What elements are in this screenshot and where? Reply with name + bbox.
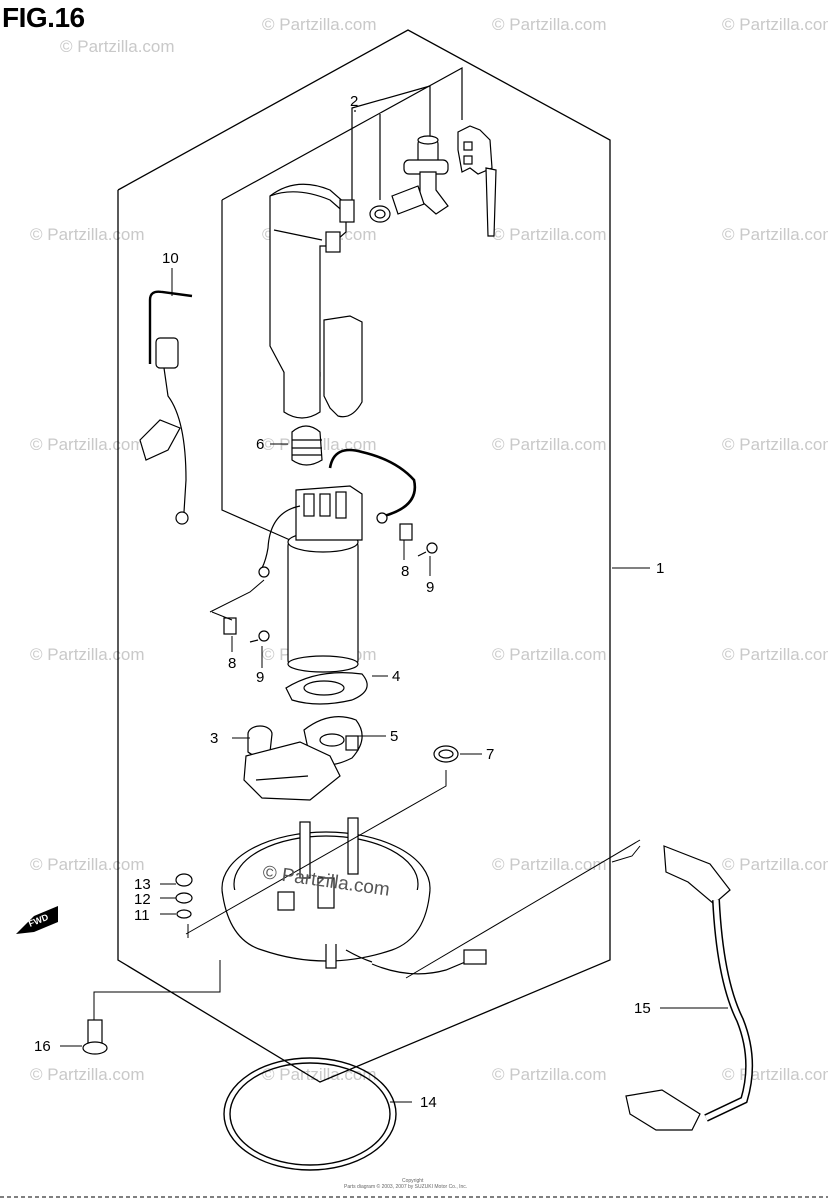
callout-11: 11 bbox=[134, 907, 150, 924]
callout-4: 4 bbox=[392, 668, 400, 685]
watermark: © Partzilla.com bbox=[30, 435, 145, 454]
nut-washers bbox=[175, 873, 193, 919]
mounting-plate bbox=[221, 817, 431, 969]
leader-lines bbox=[60, 268, 728, 1103]
o-ring-small bbox=[433, 745, 459, 763]
callout-15: 15 bbox=[634, 1000, 651, 1017]
callout-labels: 1 2 3 4 5 6 7 8 8 9 9 10 11 12 13 14 15 … bbox=[34, 93, 664, 1111]
watermark: © Partzilla.com bbox=[722, 225, 828, 244]
callout-8a: 8 bbox=[401, 563, 409, 580]
callout-9b: 9 bbox=[256, 669, 264, 686]
callout-13: 13 bbox=[134, 876, 151, 893]
damper bbox=[291, 425, 323, 466]
watermark: © Partzilla.com bbox=[30, 855, 145, 874]
fuel-hose bbox=[371, 845, 754, 1131]
figure-title: FIG.16 bbox=[2, 2, 85, 33]
watermark: © Partzilla.com bbox=[722, 1065, 828, 1084]
watermark: © Partzilla.com bbox=[30, 1065, 145, 1084]
callout-1: 1 bbox=[656, 560, 664, 577]
callout-16: 16 bbox=[34, 1038, 51, 1055]
watermark: © Partzilla.com bbox=[60, 37, 175, 56]
pump-housing bbox=[269, 183, 363, 419]
callout-12: 12 bbox=[134, 891, 151, 908]
fuel-pump-motor bbox=[258, 448, 417, 673]
bolt bbox=[82, 1019, 108, 1055]
callout-10: 10 bbox=[162, 250, 179, 267]
callout-5: 5 bbox=[390, 728, 398, 745]
fwd-arrow-icon: FWD bbox=[16, 906, 58, 934]
fuel-filter bbox=[243, 725, 341, 801]
gasket bbox=[223, 1057, 397, 1171]
copyright-line1: Copyright bbox=[402, 1178, 424, 1184]
grommets-screws bbox=[223, 523, 438, 643]
watermark: © Partzilla.com bbox=[30, 645, 145, 664]
watermark: © Partzilla.com bbox=[492, 15, 607, 34]
watermark: © Partzilla.com bbox=[492, 645, 607, 664]
copyright-line2: Parts diagram © 2003, 2007 by SUZUKI Mot… bbox=[344, 1183, 467, 1190]
watermark: © Partzilla.com bbox=[492, 855, 607, 874]
callout-14: 14 bbox=[420, 1094, 437, 1111]
watermark: © Partzilla.com bbox=[722, 435, 828, 454]
wiring-bracket bbox=[457, 125, 497, 237]
fuel-level-gauge bbox=[139, 290, 193, 525]
assembly-frame bbox=[117, 29, 611, 1083]
pressure-regulator bbox=[369, 135, 449, 223]
callout-2: 2 bbox=[350, 93, 358, 110]
watermark: © Partzilla.com bbox=[722, 15, 828, 34]
callout-6: 6 bbox=[256, 436, 264, 453]
watermark: © Partzilla.com bbox=[492, 1065, 607, 1084]
callout-7: 7 bbox=[486, 746, 494, 763]
watermark: © Partzilla.com bbox=[492, 435, 607, 454]
watermark: © Partzilla.com bbox=[262, 15, 377, 34]
watermark: © Partzilla.com bbox=[722, 855, 828, 874]
callout-3: 3 bbox=[210, 730, 218, 747]
callout-8b: 8 bbox=[228, 655, 236, 672]
watermark: © Partzilla.com bbox=[722, 645, 828, 664]
callout-9a: 9 bbox=[426, 579, 434, 596]
watermark: © Partzilla.com bbox=[30, 225, 145, 244]
watermark: © Partzilla.com bbox=[492, 225, 607, 244]
pump-assembly-frame bbox=[221, 66, 463, 541]
